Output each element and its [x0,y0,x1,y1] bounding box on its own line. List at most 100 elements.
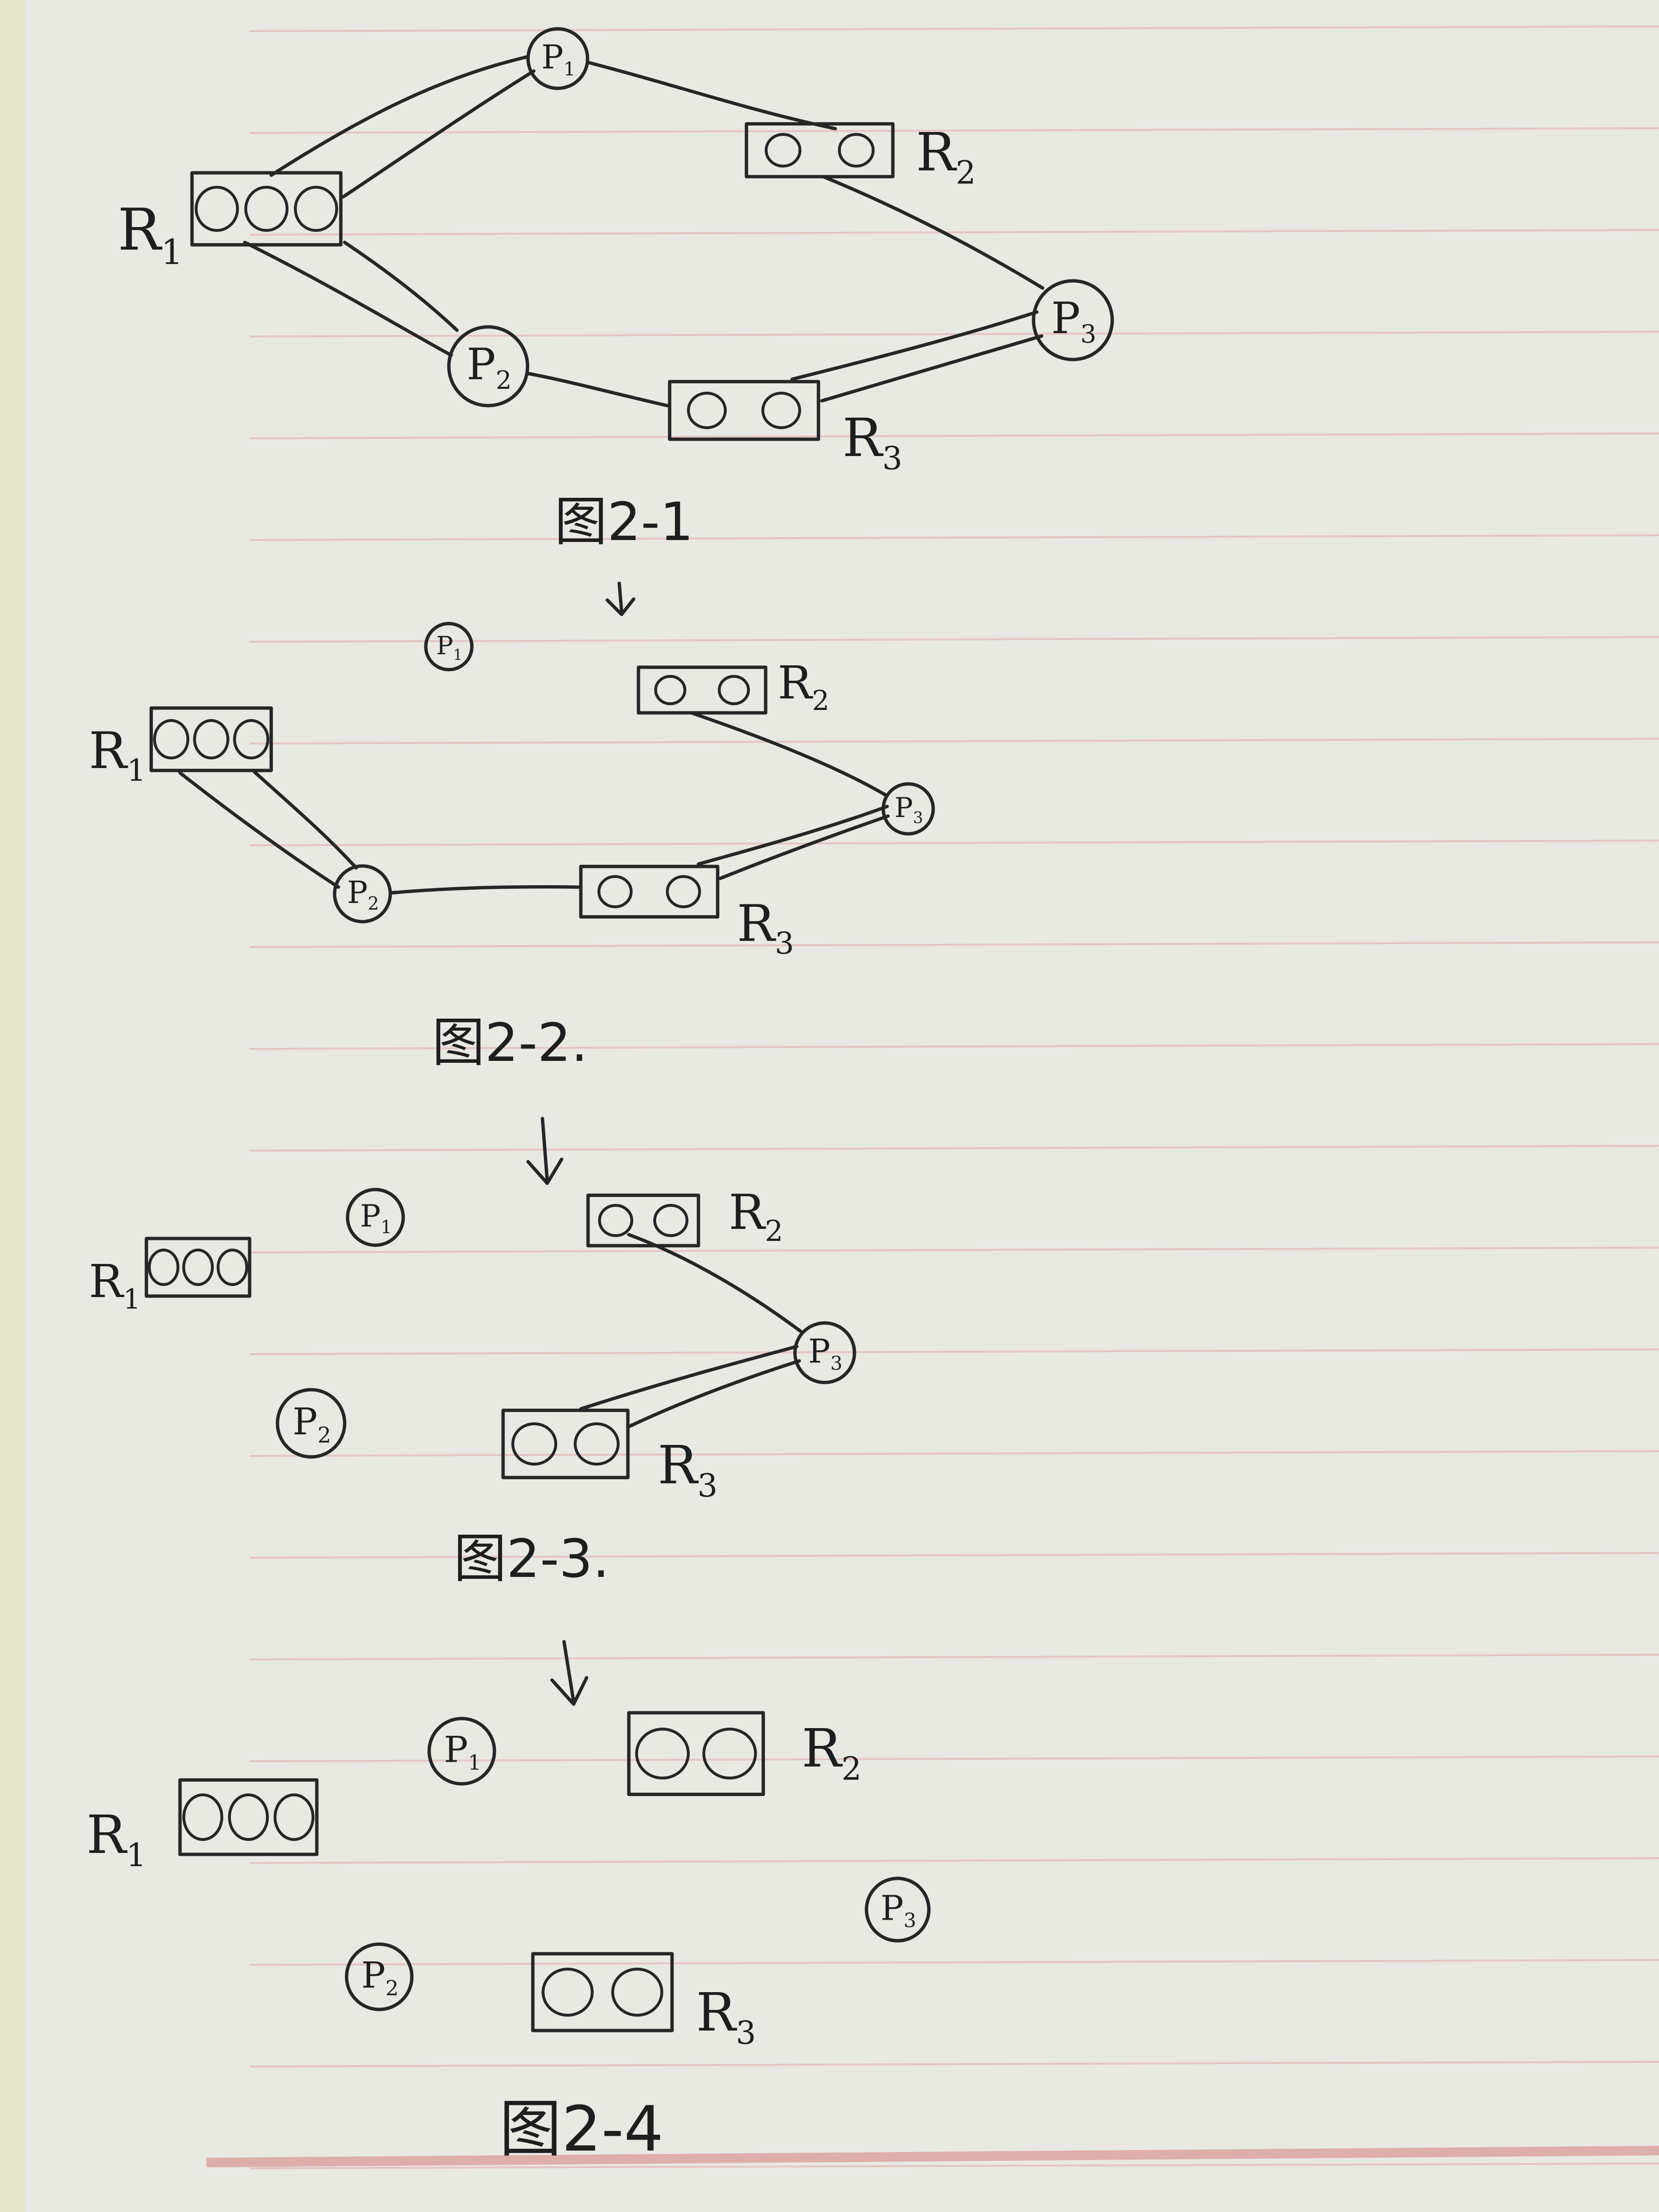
edge-p2-to-r1 [178,771,340,889]
edge-r3-to-p3 [697,805,889,866]
resource-label-subscript: 3 [775,926,794,961]
resource-label-subscript: 3 [736,2015,756,2052]
process-circle [333,864,392,924]
process-p1: P1 [346,1188,405,1247]
resource-label-name: R [778,657,813,709]
process-label: P1 [444,1729,481,1775]
resource-box [149,706,273,772]
ruled-lines [249,25,1659,2169]
process-label: P1 [541,38,576,80]
ruled-line [249,1552,1659,1559]
process-circle [1032,279,1114,361]
process-label-name: P [347,875,368,911]
process-circle [793,1321,856,1384]
resource-instance-dot [294,186,338,232]
process-label-subscript: 1 [453,647,462,663]
resource-label-name: R [86,1804,128,1865]
resource-label-name: R [658,1434,699,1496]
process-label-name: P [808,1333,830,1370]
resource-label-subscript: 1 [123,1284,141,1315]
resource-box [531,1952,674,2032]
process-label-subscript: 3 [903,1909,916,1932]
resource-r2: R2 [745,121,976,192]
resource-label-name: R [89,1255,124,1308]
resource-instance-dot [765,133,802,168]
edge-p2-to-r1 [243,240,453,357]
resource-box [668,380,820,441]
resource-r1: R1 [89,1237,252,1315]
resource-r3: R3 [531,1952,756,2052]
edge-p3-to-r3 [820,334,1044,403]
resource-label: R1 [89,1255,141,1315]
process-label: P2 [293,1401,331,1448]
ruled-line [249,1450,1659,1457]
resource-box [579,865,720,919]
process-label-name: P [293,1401,318,1443]
process-label-subscript: 3 [1081,320,1096,349]
resource-instance-dot [541,1968,594,2017]
ruled-line [249,331,1659,337]
edge-r1-to-p1 [269,55,530,177]
ruled-line [249,25,1659,32]
process-p1: P1 [424,622,474,672]
resource-instance-dot [666,875,701,908]
resource-box [586,1193,700,1248]
resource-instance-dot [182,1249,214,1286]
resource-instance-dot [653,1204,689,1237]
ruled-line [249,941,1659,948]
resource-label-name: R [696,1982,737,2043]
ruled-line [249,1654,1659,1660]
resource-r3: R3 [501,1408,718,1504]
resource-instance-dot [611,1968,663,2017]
process-circle [346,1188,405,1247]
ruled-line [249,127,1659,134]
process-label: P3 [880,1888,916,1932]
resource-label: R2 [916,121,976,192]
process-label-subscript: 2 [368,893,379,914]
edge-r1-to-p2 [343,240,459,332]
left-page-strip [0,0,25,2212]
edge-r3-to-p3 [579,1345,799,1411]
resource-label-name: R [842,407,884,469]
process-label-name: P [361,1954,385,1996]
resource-label-subscript: 3 [882,440,902,477]
edge-p1-to-r2 [586,60,837,131]
ruled-line [249,2061,1659,2068]
resource-label: R3 [737,894,794,961]
resource-instance-dot [216,1249,249,1286]
process-circle [865,1876,931,1943]
edge-r3-to-p2 [526,372,669,408]
process-label: P2 [361,1954,399,2000]
edge-r2-to-p3 [689,711,889,798]
process-label: P3 [894,792,923,827]
bottom-margin-rule [206,2146,1659,2167]
process-label-name: P [444,1729,468,1770]
resource-instance-dot [228,1793,269,1841]
ruled-line [249,1959,1659,1966]
process-label-subscript: 2 [496,366,512,395]
resource-instance-dot [574,1422,620,1466]
resource-label-subscript: 2 [765,1214,783,1248]
process-label-subscript: 1 [564,58,576,80]
resource-r2: R2 [637,657,830,717]
resource-instance-dot [597,875,633,908]
process-p2: P2 [276,1388,347,1459]
ruled-line [249,534,1659,541]
step-arrows [526,581,636,1706]
process-label-subscript: 3 [830,1352,842,1374]
resource-instance-dot [718,675,750,705]
ruled-line [249,229,1659,236]
process-label-name: P [894,792,913,824]
resource-box [627,1711,765,1796]
resource-label: R3 [842,407,902,477]
process-label: P3 [1051,293,1096,349]
process-p3: P3 [881,782,935,836]
ruled-line [249,1857,1659,1864]
ruled-line [249,1755,1659,1762]
process-label-subscript: 2 [317,1423,331,1448]
resource-label: R1 [118,197,183,272]
process-p1: P1 [526,27,589,90]
